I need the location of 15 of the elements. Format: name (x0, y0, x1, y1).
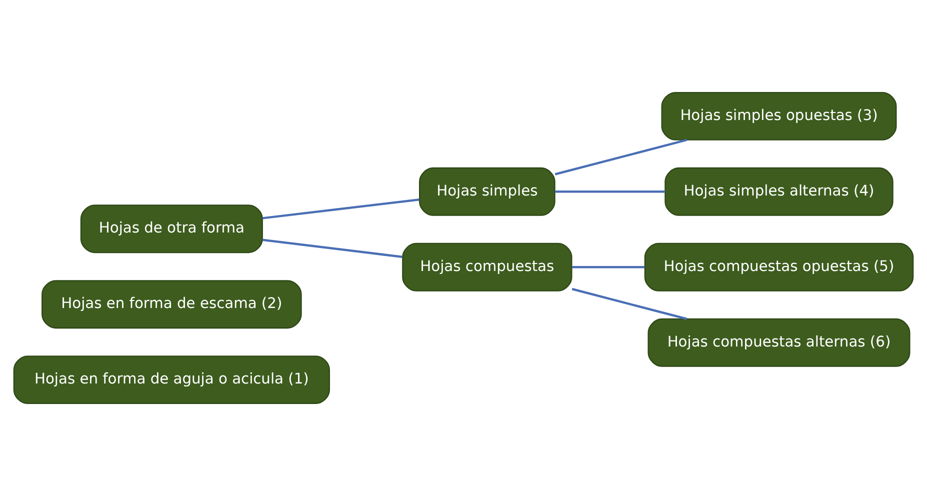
connector (572, 266, 645, 268)
node-box: Hojas compuestas (402, 242, 572, 291)
node-box: Hojas simples alternas (4) (664, 166, 894, 216)
connector (262, 238, 402, 258)
connector (572, 287, 687, 320)
node-box: Hojas en forma de aguja o acicula (1) (13, 355, 330, 404)
connector (262, 198, 420, 219)
node-box: Hojas en forma de escama (2) (42, 280, 302, 328)
node-box: Hojas de otra forma (80, 204, 263, 253)
node-box: Hojas simples (419, 166, 556, 216)
connector (554, 138, 688, 175)
node-box: Hojas compuestas opuestas (5) (644, 242, 914, 291)
node-box: Hojas compuestas alternas (6) (648, 318, 910, 366)
connector (555, 190, 666, 192)
node-box: Hojas simples opuestas (3) (661, 91, 897, 140)
